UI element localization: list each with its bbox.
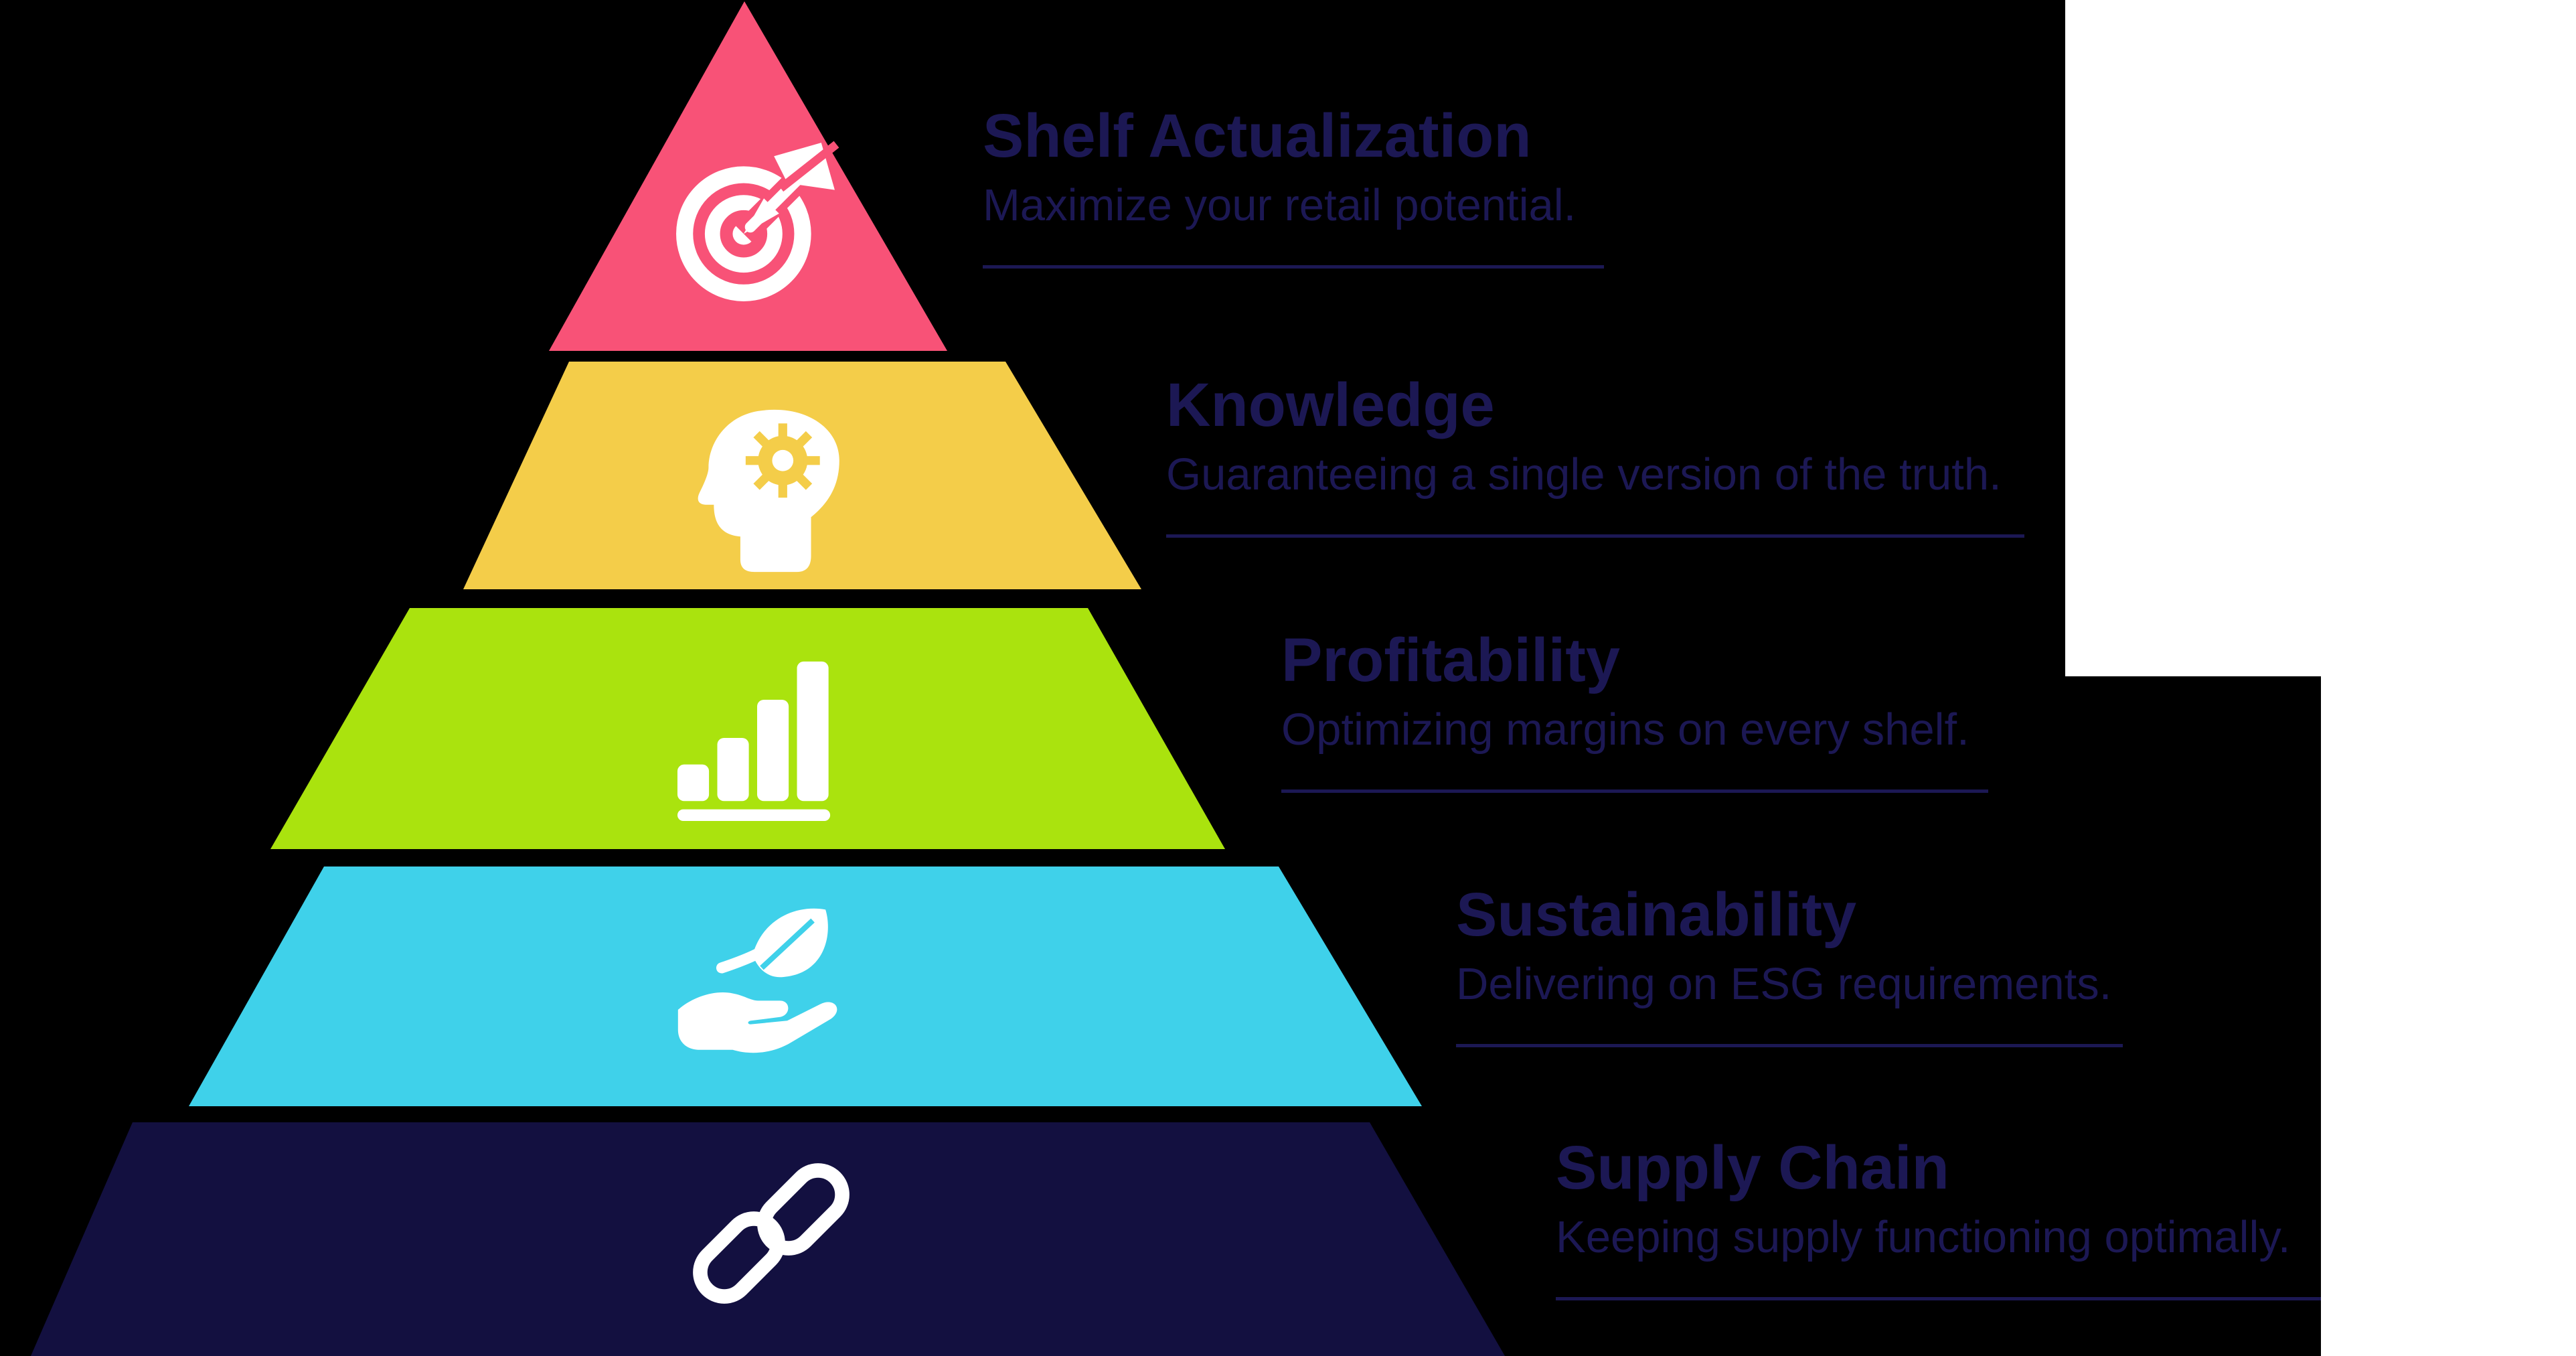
level-subtitle: Optimizing margins on every shelf.: [1281, 704, 1969, 755]
pyramid-level-sustainability: [189, 867, 1422, 1106]
title-underline: [1281, 789, 1988, 793]
target-dart-icon: [673, 136, 841, 305]
white-cutout-top-right: [2065, 0, 2576, 676]
level-text-supply-chain: Supply Chain Keeping supply functioning …: [1556, 1137, 2383, 1300]
level-title: Knowledge: [1166, 371, 1495, 439]
level-text-profitability: Profitability Optimizing margins on ever…: [1281, 629, 1988, 793]
level-title: Shelf Actualization: [983, 102, 1532, 170]
title-underline: [1556, 1297, 2383, 1300]
pyramid-level-profitability: [270, 608, 1225, 849]
level-subtitle: Keeping supply functioning optimally.: [1556, 1212, 2291, 1262]
level-title: Profitability: [1281, 626, 1621, 694]
level-subtitle: Delivering on ESG requirements.: [1456, 959, 2112, 1009]
title-underline: [1456, 1044, 2123, 1047]
level-text-sustainability: Sustainability Delivering on ESG require…: [1456, 884, 2123, 1047]
level-text-shelf-actualization: Shelf Actualization Maximize your retail…: [983, 105, 1604, 269]
level-subtitle: Maximize your retail potential.: [983, 180, 1577, 230]
bar-chart-icon: [671, 655, 843, 821]
white-cutout-bottom-right: [2321, 676, 2576, 1356]
title-underline: [1166, 534, 2024, 538]
head-gear-icon: [691, 400, 868, 577]
level-title: Supply Chain: [1556, 1134, 1949, 1202]
hand-leaf-icon: [663, 899, 854, 1081]
level-text-knowledge: Knowledge Guaranteeing a single version …: [1166, 374, 2024, 538]
level-title: Sustainability: [1456, 881, 1857, 949]
chain-link-icon: [691, 1153, 852, 1314]
level-subtitle: Guaranteeing a single version of the tru…: [1166, 449, 2002, 500]
title-underline: [983, 265, 1604, 269]
